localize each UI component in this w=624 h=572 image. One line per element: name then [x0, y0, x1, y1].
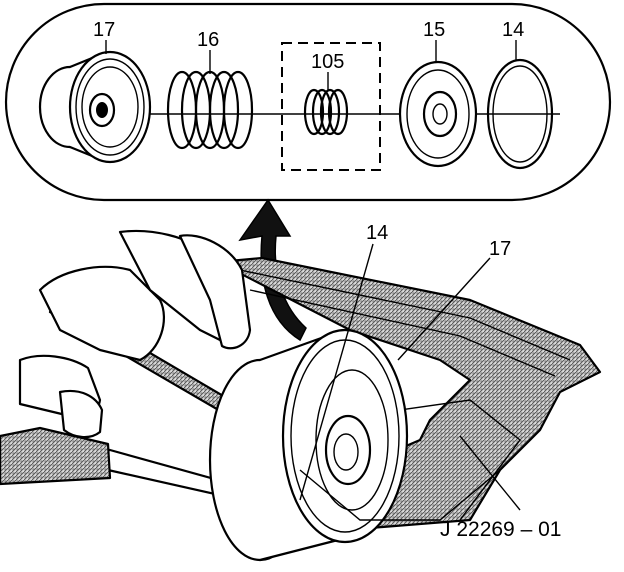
- part-105-small-spring-detail: [281, 42, 381, 171]
- compressor-tool-frame: [216, 256, 602, 530]
- main-leader-lines: [299, 243, 521, 511]
- part-17-piston-detail: [38, 50, 152, 164]
- callout-15-detail: 15: [423, 19, 445, 41]
- callout-105-detail: 105: [311, 51, 344, 73]
- callout-16-detail: 16: [197, 29, 219, 51]
- callout-14-main: 14: [366, 222, 388, 244]
- callout-17-main: 17: [489, 238, 511, 260]
- detail-leader-lines: [105, 40, 517, 90]
- tool-part-number: J 22269 – 01: [440, 518, 561, 541]
- part-14-snap-ring-detail: [486, 58, 554, 170]
- callout-14-detail: 14: [502, 19, 524, 41]
- part-15-retainer-detail: [398, 60, 478, 168]
- hands-illustration: [18, 229, 252, 439]
- clutch-housing-assembly: [208, 328, 501, 562]
- callout-17-detail: 17: [93, 19, 115, 41]
